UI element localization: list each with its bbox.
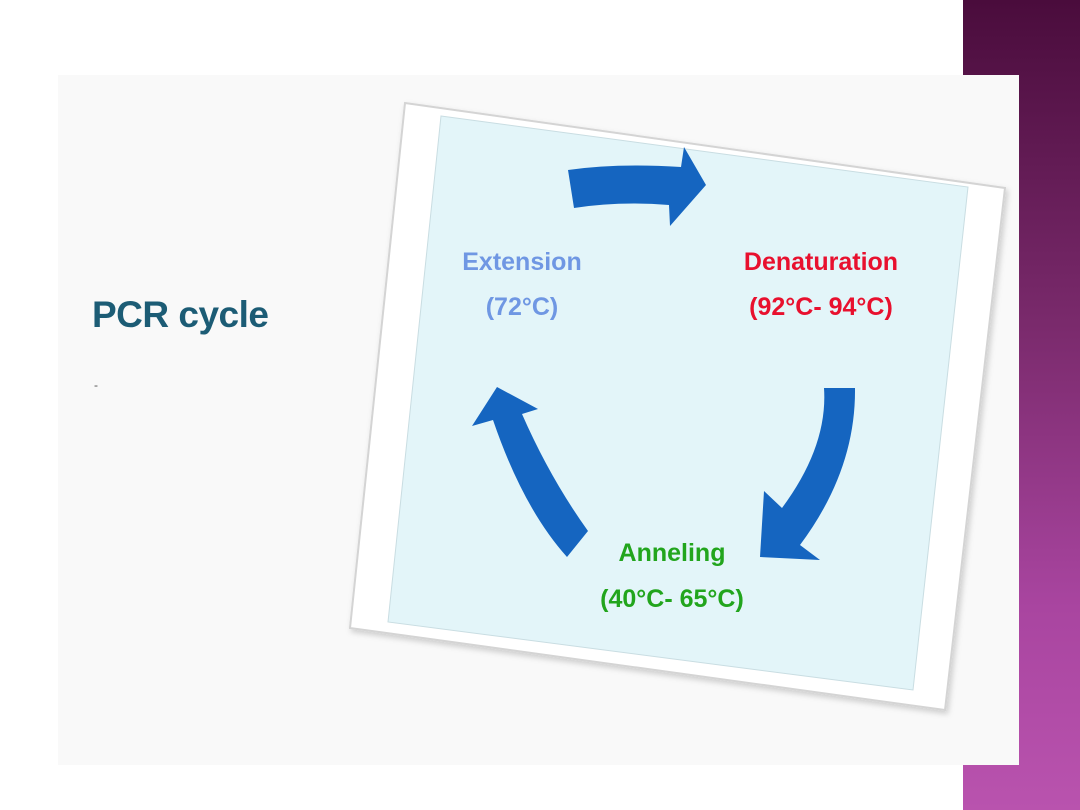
- stage-extension-temp: (72°C): [486, 293, 559, 321]
- slide-title: PCR cycle: [92, 294, 269, 335]
- arrow-anneling-to-extension-icon: [472, 387, 588, 557]
- stage-denaturation-name: Denaturation: [744, 248, 898, 276]
- diagram-panel: [387, 115, 969, 691]
- arrow-denaturation-to-anneling-icon: [760, 388, 856, 560]
- stage-extension-name: Extension: [462, 248, 581, 276]
- stage-anneling-temp: (40°C- 65°C): [600, 585, 744, 613]
- stage-anneling-name: Anneling: [619, 539, 726, 567]
- arrow-extension-to-denaturation-icon: [568, 147, 706, 226]
- stage-denaturation-temp: (92°C- 94°C): [749, 293, 893, 321]
- bullet-marker: -: [94, 378, 98, 392]
